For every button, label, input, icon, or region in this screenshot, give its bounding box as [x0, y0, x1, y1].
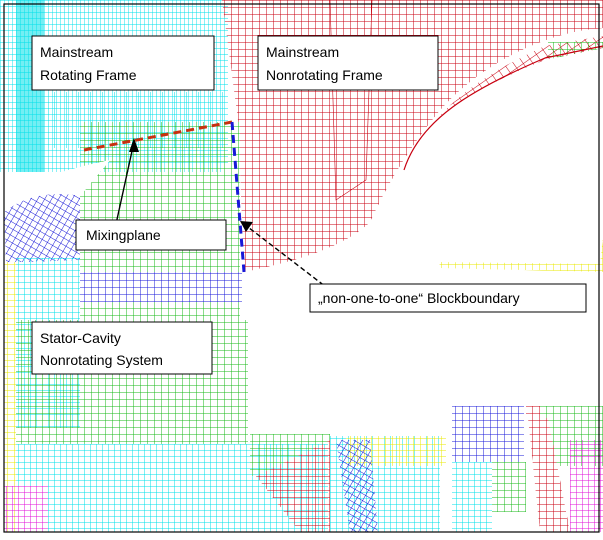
label-mainstream-rotating-line2: Rotating Frame — [40, 67, 137, 83]
yellow-mesh-edge — [4, 262, 16, 532]
label-stator-cavity-line2: Nonrotating System — [40, 352, 163, 368]
label-blockboundary-text: „non-one-to-one“ Blockboundary — [318, 290, 520, 306]
label-mainstream-rotating: Mainstream Rotating Frame — [31, 35, 215, 91]
blue-mesh-lower-strut — [336, 440, 378, 532]
red-mesh-vane-dense — [329, 0, 373, 201]
magenta-mesh-lower-right — [570, 440, 603, 532]
label-stator-cavity: Stator-Cavity Nonrotating System — [31, 321, 213, 375]
label-mixingplane-text: Mixingplane — [86, 227, 161, 243]
label-mainstream-nonrotating-line1: Mainstream — [266, 44, 339, 60]
passage-blade-outline — [403, 45, 603, 171]
green-mesh-lower-right-foot — [492, 462, 526, 512]
label-mainstream-nonrotating-line2: Nonrotating Frame — [266, 67, 383, 83]
label-mainstream-nonrotating: Mainstream Nonrotating Frame — [257, 35, 439, 91]
figure-frame — [3, 3, 600, 533]
blue-mesh-band — [80, 272, 242, 302]
flow-passage — [4, 45, 603, 434]
red-mesh-lower-right-cap — [526, 406, 542, 418]
red-mesh-lower-strut — [256, 440, 330, 532]
label-blockboundary: „non-one-to-one“ Blockboundary — [309, 283, 587, 313]
blue-mesh-corner — [4, 193, 80, 262]
blockboundary-arrow — [240, 221, 331, 291]
cyan-mesh-lower-right-edge — [452, 462, 492, 532]
passage-upper-gap — [4, 160, 110, 212]
mixingplane-arrow — [115, 138, 139, 225]
label-stator-cavity-line1: Stator-Cavity — [40, 330, 121, 346]
label-mainstream-rotating-line1: Mainstream — [40, 44, 113, 60]
red-mesh-lower-right-strut — [528, 418, 570, 532]
label-mixingplane: Mixingplane — [75, 219, 227, 251]
blue-mesh-lower-right — [452, 406, 524, 462]
passage-main — [244, 48, 603, 434]
magenta-mesh-floor — [4, 486, 48, 532]
